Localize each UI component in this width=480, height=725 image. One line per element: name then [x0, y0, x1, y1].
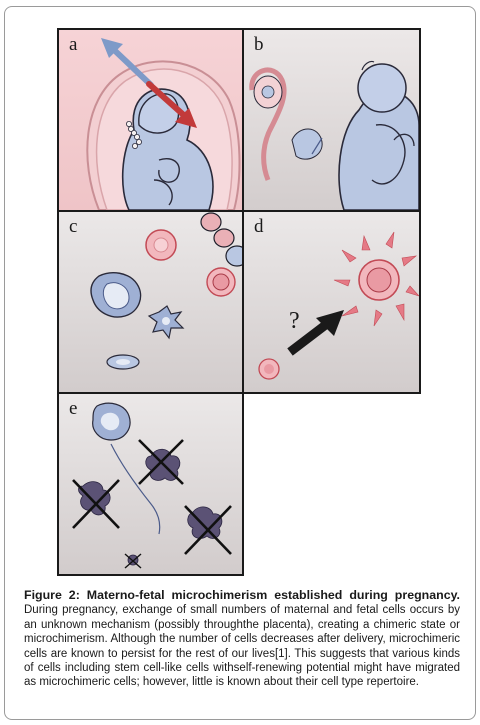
question-mark: ?	[289, 308, 300, 334]
panel-letter-b: b	[254, 34, 264, 55]
fetal-to-maternal-arrow	[108, 44, 154, 88]
activated-cell-illustration	[244, 212, 419, 392]
grid-middle-2	[57, 392, 421, 394]
panel-b-after-birth: b	[244, 30, 419, 210]
panel-a-maternal-fetal-exchange: a	[59, 30, 242, 210]
caption-body: During pregnancy, exchange of small numb…	[24, 604, 460, 689]
maternal-to-fetal-arrow	[146, 81, 190, 121]
grid-left	[57, 28, 59, 576]
panel-e-cell-clearance: e	[59, 394, 242, 574]
signal-rays	[333, 231, 419, 327]
figure-caption: Figure 2: Materno-fetal microchimerism e…	[24, 588, 460, 690]
cell-clearance-illustration	[59, 394, 242, 574]
elimination-marks	[72, 439, 232, 569]
panel-d-unknown-cell-fate: d ?	[244, 212, 419, 392]
umbilical-cord	[126, 121, 143, 150]
grid-right	[419, 28, 421, 394]
panel-letter-e: e	[69, 398, 78, 419]
grid-top	[57, 28, 421, 30]
grid-bottom-e	[57, 574, 244, 576]
panel-letter-d: d	[254, 216, 264, 237]
after-birth-illustration	[244, 30, 419, 210]
panel-letter-c: c	[69, 216, 78, 237]
grid-middle-1	[57, 210, 421, 212]
panel-letter-a: a	[69, 34, 78, 55]
pregnancy-illustration	[59, 30, 242, 210]
grid-center	[242, 28, 244, 576]
cell-types-illustration	[59, 212, 242, 392]
panel-c-microchimeric-cells: c	[59, 212, 242, 392]
caption-title: Figure 2: Materno-fetal microchimerism e…	[24, 588, 460, 602]
